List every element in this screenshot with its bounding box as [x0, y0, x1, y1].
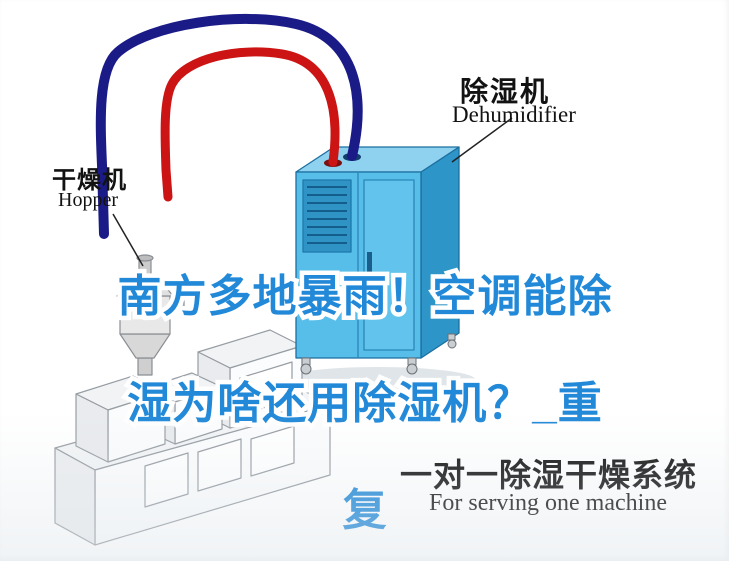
dehumidifier-label-cn: 除湿机 — [460, 76, 551, 107]
hopper-drawing — [116, 254, 185, 376]
hose-navy — [95, 13, 363, 239]
system-caption-en: For serving one machine — [429, 490, 667, 516]
hose-red — [160, 47, 340, 202]
vent-lines — [307, 186, 347, 244]
dehumidifier-label-en: Dehumidifier — [452, 102, 576, 127]
machine-drawing — [54, 329, 331, 546]
hopper-pointer-line — [112, 213, 144, 267]
dehumidifier-illustration — [295, 146, 460, 375]
dehumidifier-pointer-line — [451, 117, 513, 163]
dehumidifier-shadow — [280, 367, 476, 393]
hopper-label-cn: 干燥机 — [52, 167, 127, 194]
door-handle — [367, 252, 372, 274]
hopper-label-en: Hopper — [58, 189, 118, 211]
casters — [300, 333, 457, 375]
system-caption-cn: 一对一除湿干燥系统 — [400, 457, 698, 493]
